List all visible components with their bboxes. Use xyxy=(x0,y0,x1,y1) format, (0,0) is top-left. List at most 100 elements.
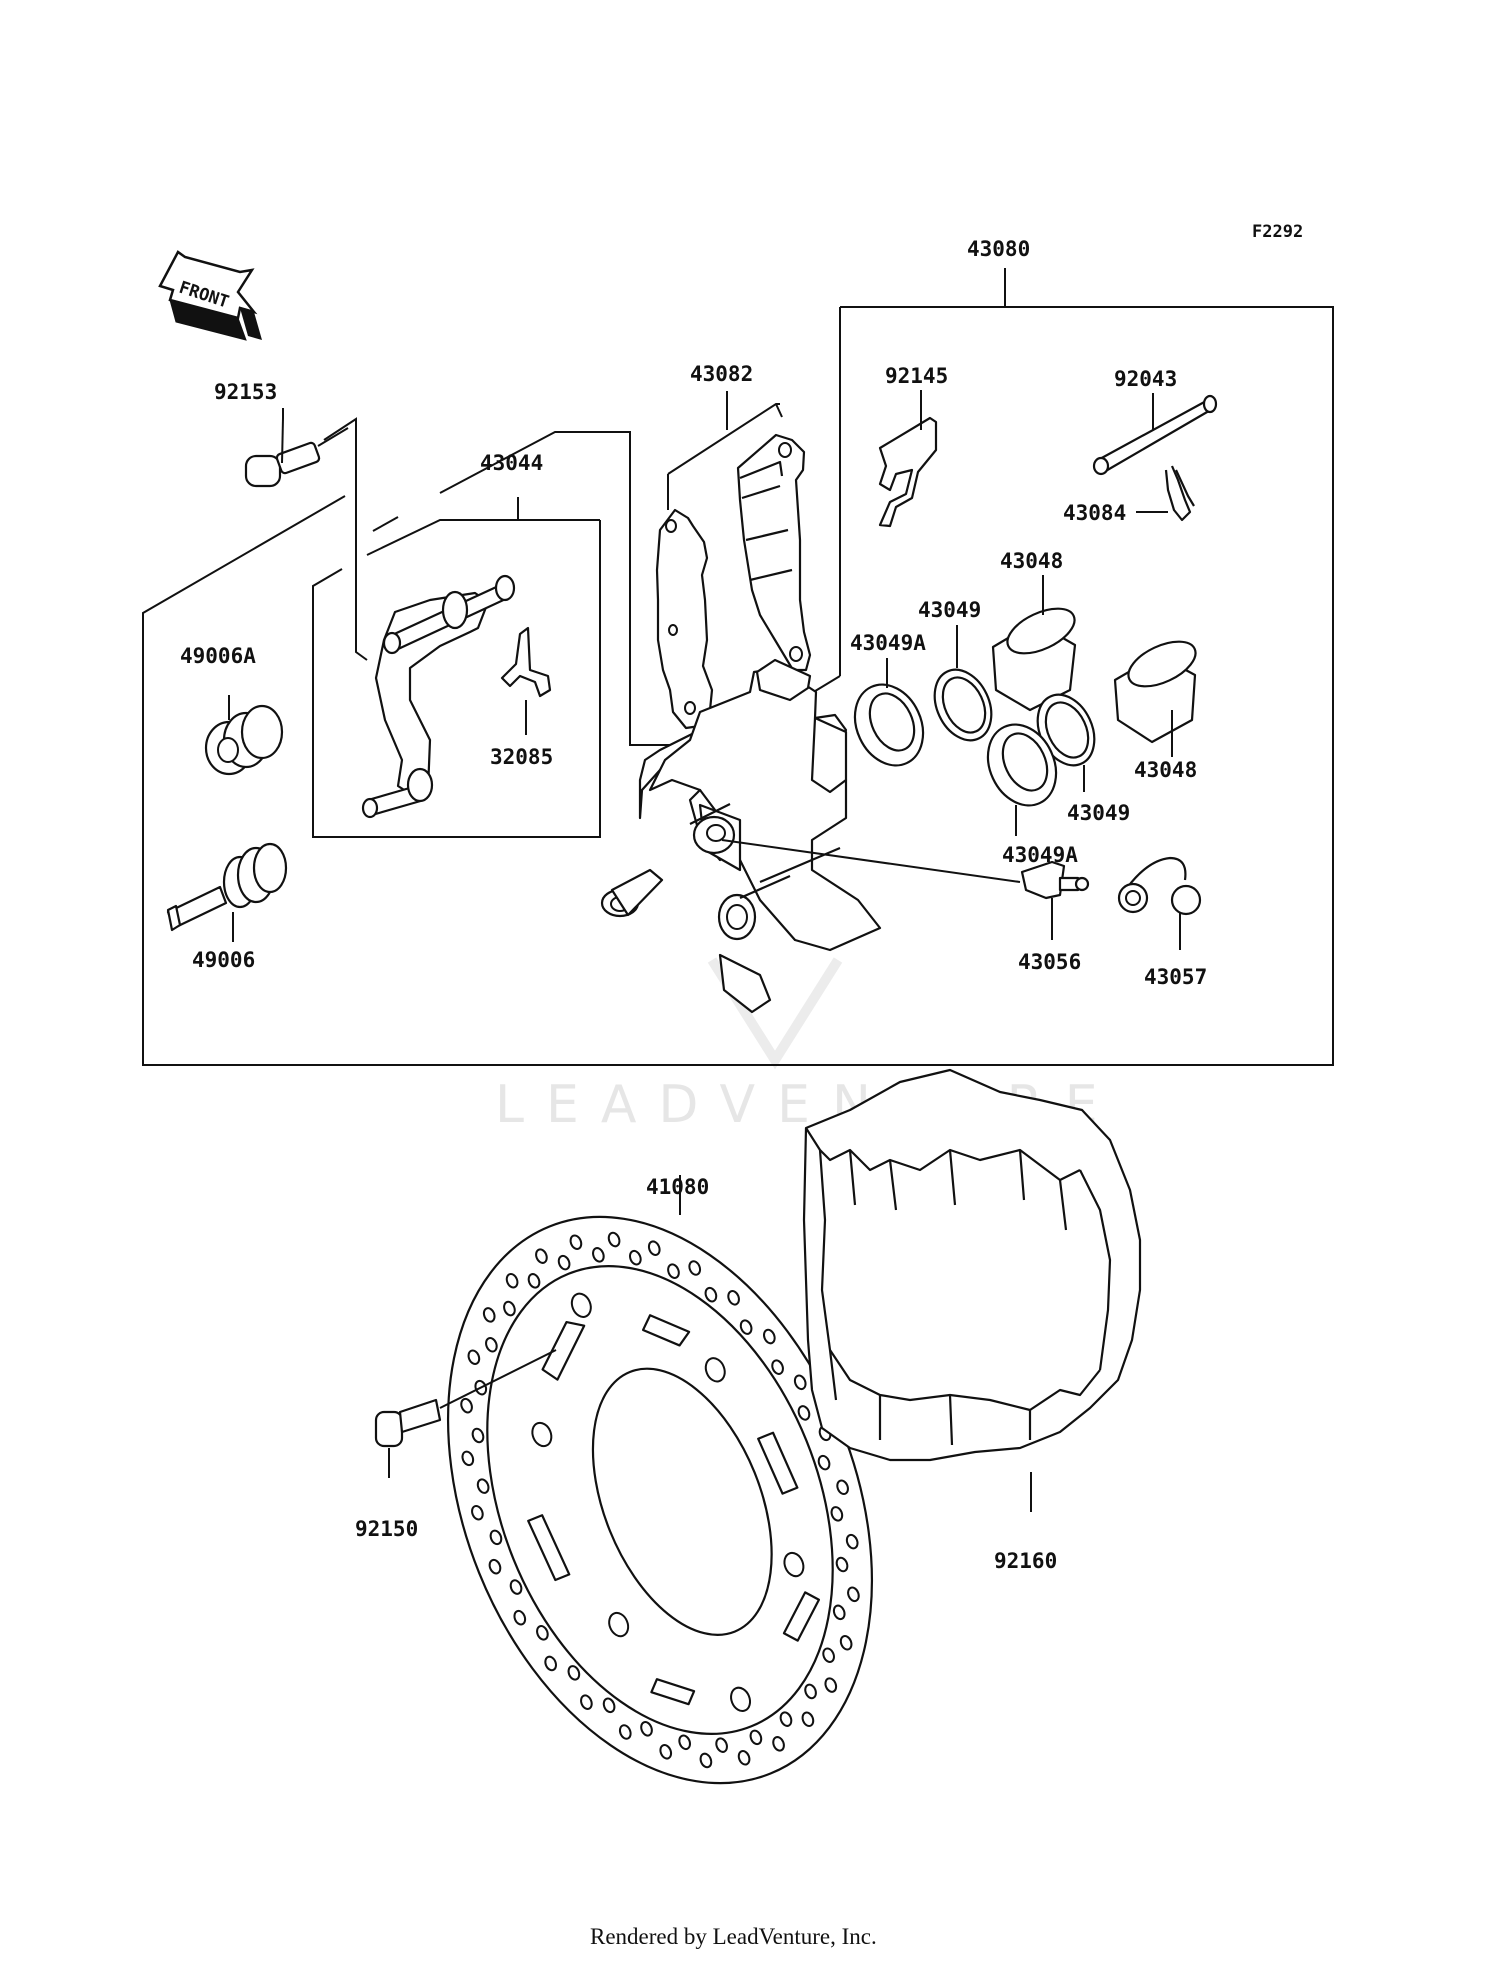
disc-drill-hole xyxy=(509,1579,523,1595)
disc-drill-hole xyxy=(460,1397,473,1414)
caliper-body xyxy=(600,658,1021,1014)
disc-drill-hole xyxy=(845,1533,859,1550)
callout-43048-lower: 43048 xyxy=(1134,758,1197,782)
disc-drill-hole xyxy=(557,1254,571,1271)
disc-drill-hole xyxy=(836,1479,849,1496)
dustseal-43049A-upper xyxy=(853,658,925,767)
callout-49006: 49006 xyxy=(192,948,255,972)
spring-92145 xyxy=(878,390,938,528)
disc-drill-hole xyxy=(476,1478,490,1494)
disc-drill-hole xyxy=(804,1683,817,1700)
dustseal-43049A-lower xyxy=(986,723,1058,836)
callout-43049-upper: 43049 xyxy=(918,598,981,622)
disc-drill-hole xyxy=(580,1694,593,1710)
disc-drill-hole xyxy=(667,1263,680,1279)
disc-drill-hole xyxy=(793,1374,807,1391)
disc-drill-hole xyxy=(607,1231,621,1248)
disc-drill-hole xyxy=(505,1272,519,1289)
cap-43057 xyxy=(1117,856,1202,950)
disc-drill-hole xyxy=(567,1665,581,1681)
pin-49006 xyxy=(166,842,288,942)
disc-41080 xyxy=(447,1215,873,1785)
disc-drill-hole xyxy=(471,1504,484,1521)
spring-32085 xyxy=(500,626,552,735)
disc-drill-hole xyxy=(817,1454,831,1471)
disc-drill-hole xyxy=(488,1558,502,1575)
callout-49006A: 49006A xyxy=(180,644,256,668)
disc-drill-hole xyxy=(801,1711,815,1728)
boot-49006A xyxy=(204,695,284,776)
callout-92153: 92153 xyxy=(214,380,277,404)
clip-43084 xyxy=(1136,465,1195,522)
callout-43048-upper: 43048 xyxy=(1000,549,1063,573)
bleeder-43056 xyxy=(1020,860,1090,940)
disc-drill-hole xyxy=(544,1655,557,1672)
disc-drill-hole xyxy=(461,1450,475,1467)
disc-drill-hole xyxy=(569,1234,583,1250)
callout-92150: 92150 xyxy=(355,1517,418,1541)
figure-code: F2292 xyxy=(1252,222,1303,242)
disc-drill-hole xyxy=(739,1319,753,1335)
callout-92145: 92145 xyxy=(885,364,948,388)
seal-43049-upper xyxy=(933,625,993,742)
callout-43049-lower: 43049 xyxy=(1067,801,1130,825)
disc-drill-hole xyxy=(678,1734,691,1751)
callout-41080: 41080 xyxy=(646,1175,709,1199)
disc-drill-hole xyxy=(772,1736,785,1752)
disc-drill-hole xyxy=(737,1750,751,1766)
disc-drill-hole xyxy=(797,1405,811,1421)
pads-43082 xyxy=(655,433,812,730)
disc-drill-hole xyxy=(830,1506,844,1522)
callout-43049A-upper: 43049A xyxy=(850,631,926,655)
disc-drill-hole xyxy=(489,1529,503,1546)
callout-43080: 43080 xyxy=(967,237,1030,261)
callout-43044: 43044 xyxy=(480,451,543,475)
callout-43084: 43084 xyxy=(1063,501,1126,525)
disc-drill-hole xyxy=(602,1697,616,1714)
disc-drill-hole xyxy=(847,1586,860,1603)
disc-drill-hole xyxy=(749,1729,763,1746)
disc-drill-hole xyxy=(513,1609,527,1626)
disc-drill-hole xyxy=(629,1249,642,1266)
disc-drill-hole xyxy=(704,1286,718,1303)
callout-43082: 43082 xyxy=(690,362,753,386)
disc-drill-hole xyxy=(659,1744,673,1760)
disc-drill-hole xyxy=(727,1290,740,1306)
bracket-box-outline xyxy=(312,497,601,838)
credit-text: Rendered by LeadVenture, Inc. xyxy=(590,1924,877,1949)
bolt-92153 xyxy=(244,408,349,488)
disc-drill-hole xyxy=(699,1752,713,1769)
disc-drill-hole xyxy=(715,1737,728,1753)
disc-drill-hole xyxy=(640,1721,653,1737)
callout-32085: 32085 xyxy=(490,745,553,769)
callout-92043: 92043 xyxy=(1114,367,1177,391)
pin-92043 xyxy=(1092,393,1218,476)
disc-drill-hole xyxy=(832,1604,846,1621)
disc-drill-hole xyxy=(485,1337,498,1353)
callout-43057: 43057 xyxy=(1144,965,1207,989)
front-arrow-icon: FRONT xyxy=(158,250,262,341)
disc-drill-hole xyxy=(779,1711,793,1727)
disc-drill-hole xyxy=(482,1307,496,1323)
disc-drill-hole xyxy=(647,1240,661,1256)
piston-43048-lower xyxy=(1113,640,1197,757)
disc-drill-hole xyxy=(536,1625,549,1641)
disc-drill-hole xyxy=(688,1260,702,1276)
bolt-92150 xyxy=(374,1349,557,1478)
disc-drill-hole xyxy=(839,1635,853,1651)
disc-drill-hole xyxy=(824,1677,838,1693)
disc-drill-hole xyxy=(822,1647,835,1663)
disc-drill-hole xyxy=(835,1556,849,1573)
cover-92160 xyxy=(802,1068,1142,1512)
disc-drill-hole xyxy=(527,1273,541,1289)
disc-drill-hole xyxy=(535,1248,548,1264)
bracket-43044 xyxy=(361,574,516,819)
piston-43048-upper xyxy=(991,575,1077,712)
seal-43049-lower xyxy=(1036,693,1096,792)
disc-drill-hole xyxy=(592,1247,605,1263)
disc-drill-hole xyxy=(771,1359,784,1375)
disc-drill-hole xyxy=(763,1328,776,1345)
disc-drill-hole xyxy=(503,1300,516,1317)
disc-drill-hole xyxy=(467,1349,481,1365)
